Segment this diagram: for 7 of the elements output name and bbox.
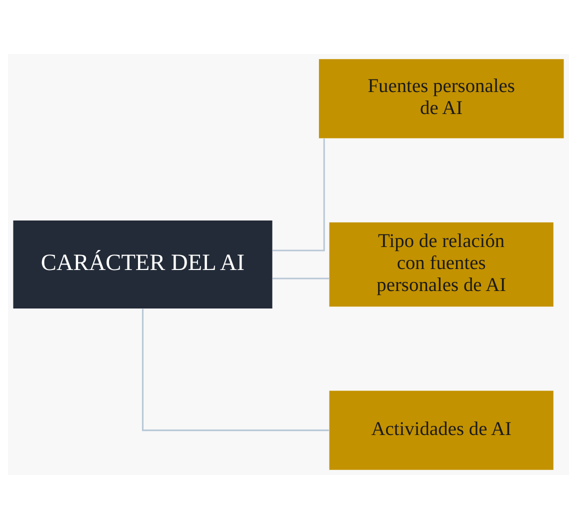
node-box: Fuentes personales de AI: [318, 58, 564, 138]
connector: [272, 277, 330, 279]
node-box: CARÁCTER DEL AI: [13, 220, 272, 308]
node-box: Actividades de AI: [329, 390, 554, 470]
connector: [272, 138, 325, 251]
node-box: Tipo de relación con fuentes personales de AI: [329, 222, 554, 306]
connector: [142, 308, 329, 431]
